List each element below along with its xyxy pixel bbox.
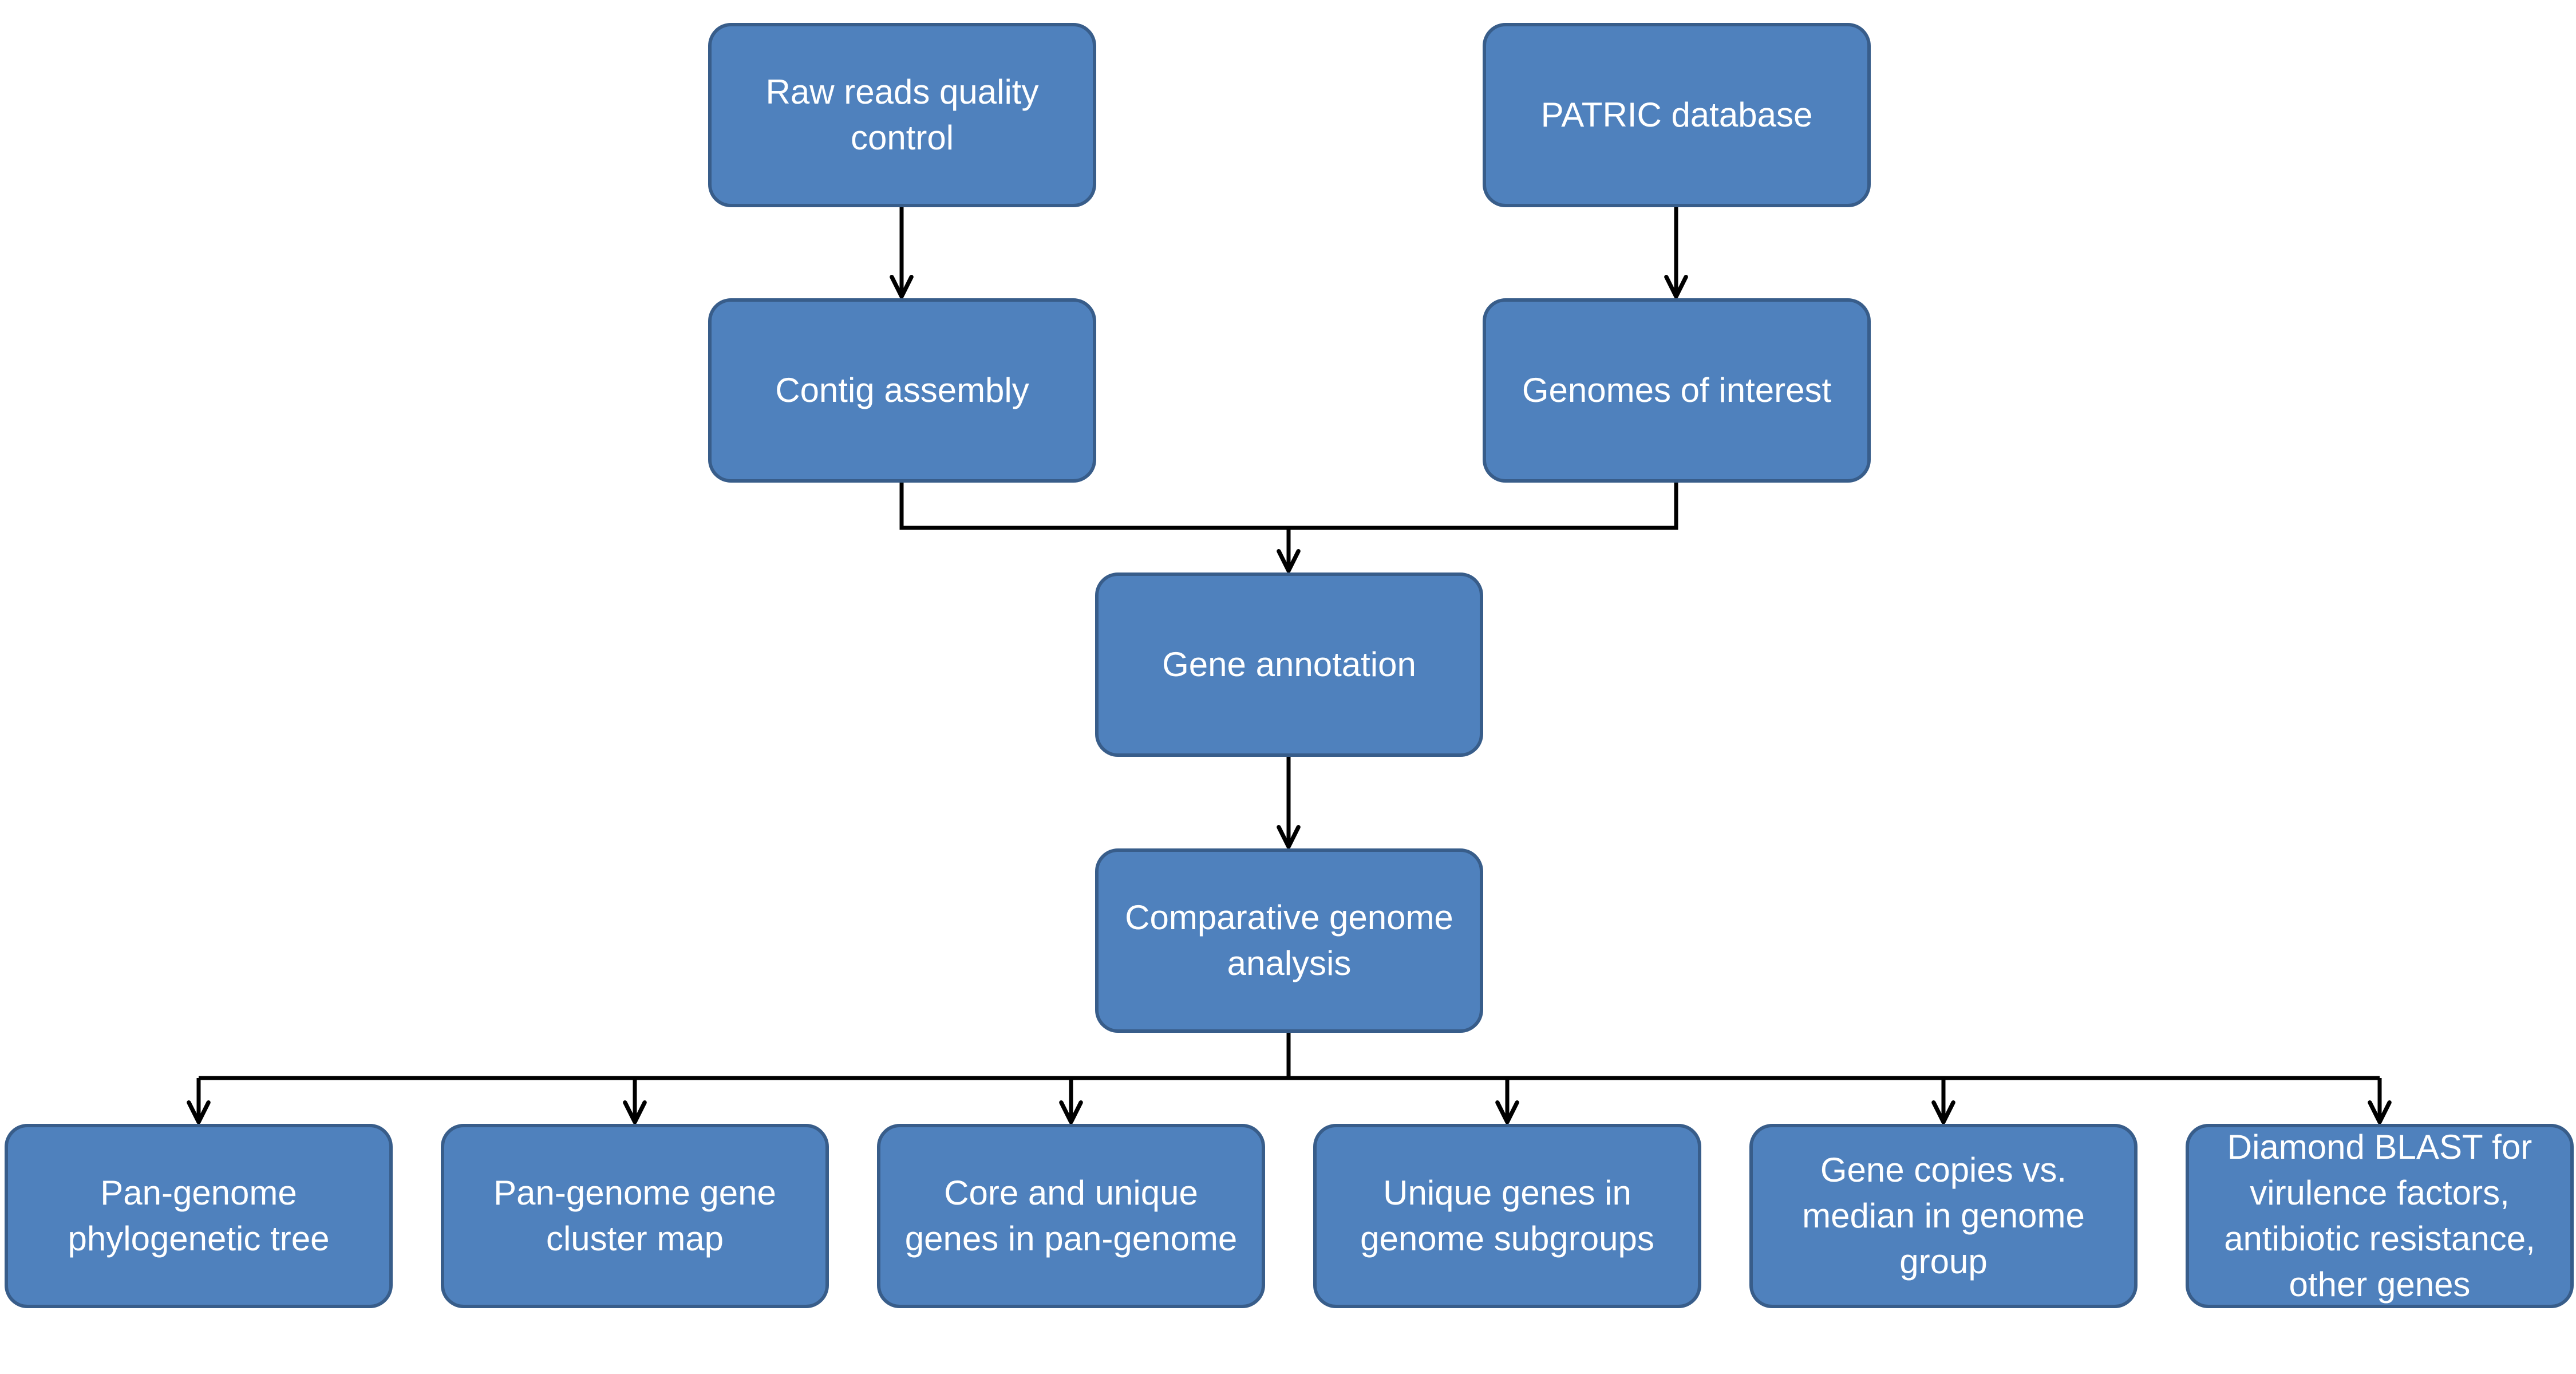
node-line: Gene copies vs. — [1820, 1151, 2067, 1189]
node-diamond-blast: Diamond BLAST for virulence factors, ant… — [2186, 1124, 2574, 1308]
node-line: Unique genes in — [1383, 1174, 1631, 1212]
node-line: analysis — [1227, 944, 1352, 982]
node-gene-annotation: Gene annotation — [1095, 572, 1483, 757]
node-genomes-of-interest: Genomes of interest — [1483, 298, 1871, 483]
node-contig-assembly: Contig assembly — [708, 298, 1096, 483]
node-line: median in genome — [1802, 1197, 2085, 1235]
node-line: group — [1899, 1242, 1988, 1281]
node-line: other genes — [2289, 1265, 2471, 1304]
node-gene-copies-vs-median: Gene copies vs. median in genome group — [1749, 1124, 2138, 1308]
node-line: Contig assembly — [775, 371, 1029, 409]
node-line: cluster map — [546, 1219, 724, 1258]
node-line: phylogenetic tree — [68, 1219, 330, 1258]
node-line: Raw reads quality — [765, 73, 1039, 111]
node-line: Core and unique — [944, 1174, 1198, 1212]
node-line: genome subgroups — [1360, 1219, 1654, 1258]
node-unique-genes-in-subgroups: Unique genes in genome subgroups — [1313, 1124, 1701, 1308]
node-line: Gene annotation — [1162, 645, 1416, 684]
node-line: Comparative genome — [1125, 898, 1453, 937]
node-line: virulence factors, — [2250, 1174, 2510, 1212]
node-line: antibiotic resistance, — [2224, 1219, 2535, 1258]
node-line: Genomes of interest — [1522, 371, 1832, 409]
node-pan-genome-phylogenetic-tree: Pan-genome phylogenetic tree — [5, 1124, 393, 1308]
node-line: genes in pan-genome — [904, 1219, 1238, 1258]
node-line: Pan-genome gene — [493, 1174, 776, 1212]
node-line: Pan-genome — [100, 1174, 297, 1212]
node-line: Diamond BLAST for — [2227, 1128, 2532, 1166]
node-raw-reads-quality-control: Raw reads quality control — [708, 23, 1096, 207]
node-line: PATRIC database — [1540, 96, 1813, 134]
connector-merge-to-annotation — [899, 483, 1678, 530]
node-comparative-genome-analysis: Comparative genome analysis — [1095, 848, 1483, 1033]
node-line: control — [850, 119, 954, 157]
node-core-and-unique-genes: Core and unique genes in pan-genome — [877, 1124, 1265, 1308]
node-pan-genome-gene-cluster-map: Pan-genome gene cluster map — [441, 1124, 829, 1308]
node-patric-database: PATRIC database — [1483, 23, 1871, 207]
